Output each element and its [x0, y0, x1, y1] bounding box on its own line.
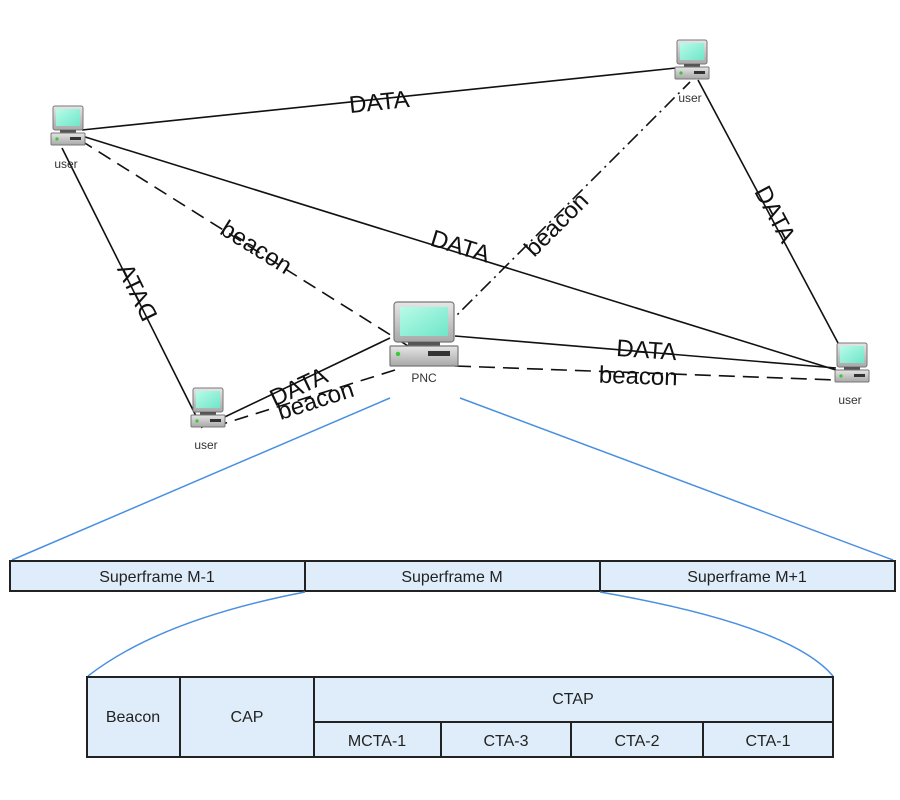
link-user1-user2-data: [81, 67, 677, 131]
link-pnc-user4-beacon: [209, 369, 396, 429]
node-label: user: [54, 157, 77, 171]
superframe-label: Superframe M-1: [99, 569, 215, 586]
cta-cell: [313, 721, 442, 758]
node-label: user: [678, 91, 701, 105]
computer-icon: [190, 387, 226, 428]
superframe-label: Superframe M: [401, 569, 502, 586]
superframe-cell: [9, 560, 306, 592]
link-pnc-user3-data: [454, 335, 837, 369]
ctap-cell: [313, 676, 834, 723]
link-pnc-user3-beacon: [454, 365, 837, 381]
node-label: user: [194, 438, 217, 452]
computer-icon: [834, 342, 870, 383]
node-user4[interactable]: user: [190, 387, 226, 452]
edge-label-user1-user2: DATA: [348, 86, 411, 119]
superframe-row: Superframe M-1 Superframe M Superframe M…: [9, 560, 896, 592]
cap-cell: [179, 676, 315, 758]
edge-label-pnc-user3-data: DATA: [615, 335, 677, 366]
link-user2-user3-data: [697, 79, 847, 359]
zoom-curve-right: [599, 591, 834, 677]
edge-label-pnc-user2: beacon: [519, 187, 594, 262]
superframe-cell: [599, 560, 896, 592]
node-user2[interactable]: user: [674, 39, 710, 105]
cta-cell: [702, 721, 834, 758]
link-user1-user4-data: [61, 147, 203, 429]
cta-label: CTA-3: [483, 733, 528, 750]
node-label: PNC: [411, 371, 437, 385]
beacon-period-label: Beacon: [106, 709, 160, 726]
beacon-period-cell: [86, 676, 181, 758]
cta-label: CTA-1: [745, 733, 790, 750]
link-user1-pnc-beacon: [79, 139, 425, 357]
pnc-computer-icon: [389, 301, 459, 367]
node-user3[interactable]: user: [834, 342, 870, 407]
cta-label: CTA-2: [614, 733, 659, 750]
edge-label-pnc-user3-beacon: beacon: [598, 362, 678, 392]
edge-label-user1-user4: DATA: [111, 260, 162, 326]
link-pnc-user4-data: [209, 337, 391, 425]
zoom-line-right: [459, 397, 894, 561]
superframe-detail: Beacon CAP CTAP MCTA-1 CTA-3 CTA-2 CTA-1: [86, 676, 834, 758]
cap-label: CAP: [231, 709, 264, 726]
cta-cell: [440, 721, 572, 758]
node-label: user: [838, 393, 861, 407]
computer-icon: [674, 39, 710, 80]
node-pnc[interactable]: PNC: [389, 301, 459, 385]
cta-cell: [570, 721, 704, 758]
edge-label-user2-user3: DATA: [749, 181, 801, 247]
computer-icon: [50, 105, 86, 146]
link-pnc-user2-beacon: [443, 81, 691, 329]
cta-label: MCTA-1: [348, 733, 406, 750]
superframe-cell: [304, 560, 601, 592]
edge-label-user1-pnc: beacon: [215, 215, 296, 280]
network-links: [61, 67, 847, 429]
zoom-line-left: [11, 397, 391, 561]
edge-label-user1-user3: DATA: [427, 225, 493, 268]
node-user1[interactable]: user: [50, 105, 86, 171]
zoom-curve-left: [87, 591, 306, 677]
link-user1-user3-data: [81, 135, 837, 371]
ctap-label: CTAP: [552, 691, 593, 708]
superframe-label: Superframe M+1: [687, 569, 807, 586]
